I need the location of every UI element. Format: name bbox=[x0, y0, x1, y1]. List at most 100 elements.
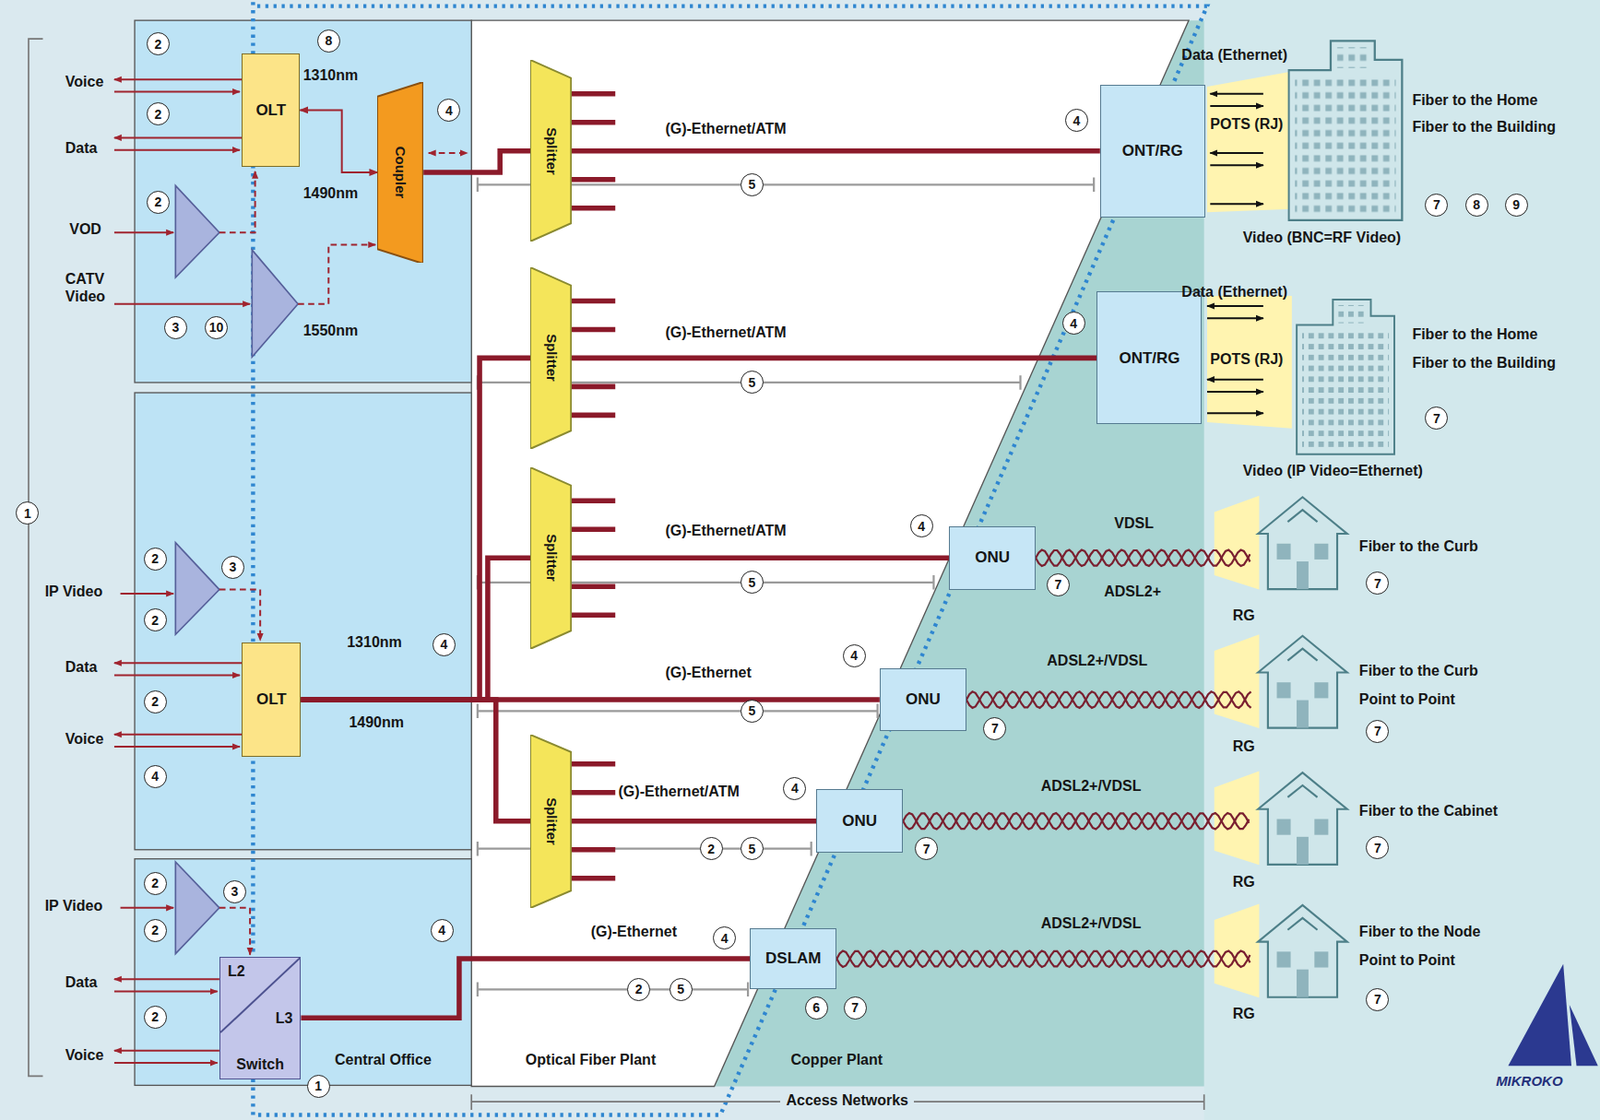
text-label: POTS (RJ) bbox=[1209, 116, 1283, 133]
text-label: RG bbox=[1232, 738, 1256, 756]
signal-arrow bbox=[114, 303, 250, 306]
coupler-shape: Coupler bbox=[377, 82, 424, 264]
splitter-shape bbox=[530, 467, 571, 650]
building-icon bbox=[1288, 40, 1402, 221]
text-label: RG bbox=[1232, 874, 1256, 891]
signal-arrow bbox=[114, 91, 240, 94]
callout-number: 4 bbox=[1065, 108, 1089, 132]
premises-port-arrow bbox=[1207, 317, 1264, 320]
text-label: Video (BNC=RF Video) bbox=[1243, 229, 1401, 247]
amplifier-symbol bbox=[175, 862, 220, 955]
onu-box: ONU bbox=[816, 789, 903, 854]
premises-port-arrow bbox=[1207, 391, 1264, 393]
text-label: Access Networks bbox=[780, 1092, 914, 1110]
text-label: ADSL2+/VDSL bbox=[1041, 778, 1142, 795]
dashed-signal-arrow bbox=[219, 908, 250, 956]
fiber-link bbox=[571, 818, 818, 825]
text-label: Data bbox=[65, 974, 98, 992]
callout-number: 4 bbox=[437, 98, 461, 122]
splitter-shape: Splitter bbox=[530, 59, 571, 242]
splitter-output-fiber bbox=[571, 94, 617, 879]
edge-label: (G)-Ethernet bbox=[664, 664, 751, 682]
central-office-panel bbox=[134, 20, 472, 1086]
fiber-link bbox=[571, 148, 1101, 155]
callout-number: 4 bbox=[1062, 311, 1086, 335]
text-label: Voice bbox=[65, 1047, 105, 1065]
logo-mark bbox=[1507, 964, 1572, 1067]
callout-number: 2 bbox=[146, 102, 170, 126]
text-label: Voice bbox=[65, 73, 105, 91]
text-label: Data bbox=[65, 659, 98, 676]
text-label: VOD bbox=[69, 221, 102, 238]
text-label: ADSL2+ bbox=[1103, 583, 1162, 601]
ont-box: ONT/RG bbox=[1100, 84, 1206, 218]
callout-number: 8 bbox=[1465, 193, 1489, 217]
node-label: Splitter bbox=[543, 533, 559, 582]
callout-number: 2 bbox=[699, 837, 723, 861]
callout-number: 5 bbox=[740, 370, 764, 394]
text-label: Fiber to the Cabinet bbox=[1359, 803, 1498, 820]
fiber-link bbox=[571, 555, 949, 561]
node-label: Splitter bbox=[543, 334, 559, 383]
logo-mark bbox=[1569, 1005, 1599, 1067]
text-label: Fiber to the Home bbox=[1411, 92, 1538, 109]
text-label: Video (IP Video=Ethernet) bbox=[1243, 462, 1423, 480]
callout-number: 7 bbox=[1365, 836, 1389, 860]
callout-number: 2 bbox=[146, 190, 170, 214]
node-label: ONT/RG bbox=[1122, 142, 1184, 161]
text-label: Voice bbox=[65, 731, 105, 748]
text-label: Point to Point bbox=[1359, 691, 1456, 709]
callout-number: 4 bbox=[782, 777, 806, 801]
signal-arrow bbox=[114, 1062, 218, 1065]
text-label: Optical Fiber Plant bbox=[525, 1052, 656, 1069]
edge-label: (G)-Ethernet/ATM bbox=[664, 522, 786, 540]
splitter-shape: Splitter bbox=[530, 267, 571, 450]
dashed-signal-arrow bbox=[219, 171, 256, 233]
text-label: Data bbox=[65, 140, 98, 157]
dslam-box: DSLAM bbox=[749, 928, 837, 990]
twisted-pair bbox=[902, 813, 1249, 830]
light-cone bbox=[1207, 71, 1292, 213]
bracket bbox=[28, 38, 43, 1077]
signal-arrow bbox=[114, 1050, 220, 1053]
callout-number: 7 bbox=[843, 996, 867, 1020]
callout-number: 4 bbox=[432, 633, 456, 657]
node-label: DSLAM bbox=[765, 949, 821, 969]
splitter-shape: Splitter bbox=[530, 467, 571, 650]
text-label: Fiber to the Curb bbox=[1359, 538, 1479, 556]
signal-arrow bbox=[114, 734, 242, 736]
text-label: IP Video bbox=[45, 583, 104, 601]
text-label: Data (Ethernet) bbox=[1181, 284, 1288, 301]
text-label: RG bbox=[1232, 607, 1256, 625]
text-label: Copper Plant bbox=[791, 1052, 884, 1069]
node-label: Splitter bbox=[543, 797, 559, 846]
callout-number: 3 bbox=[221, 556, 245, 580]
callout-number: 5 bbox=[740, 173, 764, 197]
coupler-shape bbox=[377, 82, 424, 264]
boundary-dotted-line bbox=[252, 1, 1208, 1115]
callout-number: 7 bbox=[1365, 571, 1389, 595]
node-label: OLT bbox=[256, 690, 287, 710]
central-office-panel bbox=[134, 20, 472, 383]
light-cone bbox=[1214, 634, 1260, 729]
ont-box: ONT/RG bbox=[1096, 291, 1202, 425]
premises-port-arrow bbox=[1207, 305, 1264, 308]
callout-number: 2 bbox=[143, 547, 167, 571]
splitter-shape bbox=[530, 59, 571, 242]
twisted-pair bbox=[1035, 550, 1250, 567]
house-icon bbox=[1257, 636, 1348, 729]
text-label: Data (Ethernet) bbox=[1181, 47, 1288, 64]
text-label: POTS (RJ) bbox=[1209, 351, 1283, 368]
callout-number: 7 bbox=[1046, 573, 1070, 597]
node-label: ONU bbox=[841, 812, 878, 831]
logo-text: MIKROKO bbox=[1495, 1073, 1564, 1090]
callout-number: 4 bbox=[712, 926, 736, 950]
building-icon bbox=[1296, 299, 1395, 455]
house-icon bbox=[1257, 772, 1348, 866]
olt-box: OLT bbox=[241, 53, 300, 168]
signal-arrow bbox=[114, 746, 240, 748]
fiber-link bbox=[300, 959, 750, 1019]
twisted-pair bbox=[902, 813, 1249, 830]
distance-line bbox=[477, 983, 748, 997]
callout-number: 5 bbox=[740, 570, 764, 594]
